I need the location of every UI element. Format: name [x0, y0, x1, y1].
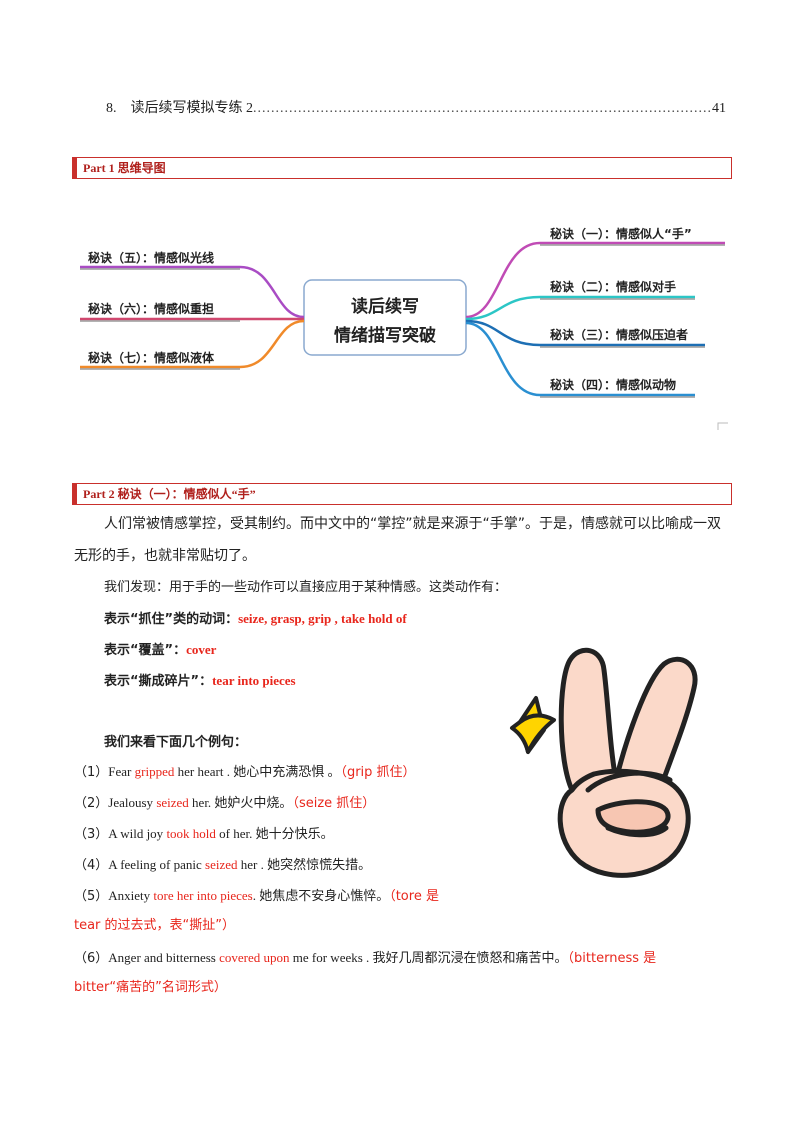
part1-header: Part 1 思维导图 — [72, 157, 732, 179]
example-5-note-cont: tear 的过去式，表“撕扯”） — [74, 918, 236, 933]
example-note: （grip 抓住） — [340, 765, 416, 780]
verb-row-grip: 表示“抓住”类的动词：seize, grasp, grip , take hol… — [104, 609, 407, 630]
toc-leader-dots — [253, 101, 712, 117]
examples-heading: 我们来看下面几个例句： — [104, 735, 248, 750]
example-number: （4） — [74, 858, 109, 873]
branch-left-1 — [80, 265, 305, 319]
example-text: me for weeks . 我好几周都沉浸在愤怒和痛苦中。 — [289, 950, 568, 965]
example-highlight: seized — [156, 795, 189, 810]
example-text: Anxiety — [108, 888, 154, 903]
example-note: （bitterness 是 — [567, 951, 657, 966]
intro-p2: 我们发现：用于手的一些动作可以直接应用于某种情感。这类动作有： — [104, 580, 508, 595]
example-highlight: took hold — [166, 826, 216, 841]
verb-row-tear: 表示“撕成碎片”：tear into pieces — [104, 671, 296, 692]
sparkle-icon — [510, 696, 556, 754]
example-number: （6） — [74, 951, 109, 966]
branch-right-1 — [465, 241, 725, 319]
example-text: Anger and bitterness — [108, 950, 220, 965]
part2-title: Part 2 秘诀（一）：情感似人“手” — [83, 487, 256, 501]
example-text: . 她焦虑不安身心憔悴。 — [252, 888, 390, 903]
branch-left-3 — [80, 319, 305, 369]
example-2: （2）Jealousy seized her. 她妒火中烧。（seize 抓住） — [74, 794, 375, 813]
verb-value: cover — [186, 642, 217, 657]
example-text: her . 她突然惊慌失措。 — [237, 857, 372, 872]
example-text: Jealousy — [108, 795, 157, 810]
example-text: A wild joy — [108, 826, 167, 841]
verb-row-cover: 表示“覆盖”：cover — [104, 640, 216, 661]
mindmap-node-r2: 秘诀（二）：情感似对手 — [550, 279, 676, 294]
example-4: （4）A feeling of panic seized her . 她突然惊慌… — [74, 856, 371, 875]
example-text: her heart . 她心中充满恐惧 。 — [174, 764, 341, 779]
branch-right-2 — [465, 295, 695, 321]
toc-entry[interactable]: 8. 读后续写模拟专练 2 41 — [106, 97, 726, 117]
verb-value: seize, grasp, grip , take hold of — [238, 611, 407, 626]
mind-map: 读后续写 情绪描写突破 秘诀（一）：情感似人“手” 秘诀（二）：情感似对手 秘诀… — [80, 226, 728, 430]
toc-number: 8. — [106, 101, 117, 116]
toc-page-number: 41 — [712, 101, 726, 116]
intro-p1-line1: 人们常被情感掌控，受其制约。而中文中的“掌控”就是来源于“手掌”。于是，情感就可… — [104, 516, 722, 532]
mindmap-center-line2: 情绪描写突破 — [334, 325, 436, 346]
mindmap-node-l3: 秘诀（七）：情感似液体 — [88, 350, 215, 365]
verb-value: tear into pieces — [212, 673, 296, 688]
verb-label: 表示“覆盖”： — [104, 643, 187, 658]
example-6-note-cont: bitter“痛苦的”名词形式） — [74, 980, 227, 995]
branch-right-3 — [465, 319, 705, 347]
example-3: （3）A wild joy took hold of her. 她十分快乐。 — [74, 825, 334, 844]
hand-shape — [557, 647, 698, 878]
mindmap-node-l1: 秘诀（五）：情感似光线 — [88, 250, 214, 265]
mindmap-node-r3: 秘诀（三）：情感似压迫者 — [550, 327, 688, 342]
example-highlight: covered upon — [219, 950, 290, 965]
example-number: （5） — [74, 889, 109, 904]
example-number: （1） — [74, 765, 109, 780]
example-text: her. 她妒火中烧。 — [188, 795, 293, 810]
example-highlight: gripped — [134, 764, 175, 779]
example-note: （seize 抓住） — [292, 796, 376, 811]
example-number: （2） — [74, 796, 109, 811]
mindmap-node-r1: 秘诀（一）：情感似人“手” — [550, 226, 692, 241]
example-text: A feeling of panic — [108, 857, 206, 872]
mindmap-node-l2: 秘诀（六）：情感似重担 — [88, 301, 214, 316]
mindmap-node-r4: 秘诀（四）：情感似动物 — [550, 377, 676, 392]
corner-mark — [717, 422, 728, 430]
toc-title: 读后续写模拟专练 2 — [130, 101, 254, 116]
mindmap-center-line1: 读后续写 — [351, 296, 419, 317]
example-text: Fear — [108, 764, 135, 779]
example-number: （3） — [74, 827, 109, 842]
intro-p1-line2: 无形的手，也就非常贴切了。 — [74, 548, 256, 564]
example-text: of her. 她十分快乐。 — [215, 826, 334, 841]
victory-hand-illustration — [510, 647, 698, 878]
part2-header: Part 2 秘诀（一）：情感似人“手” — [72, 483, 732, 505]
example-5: （5）Anxiety tore her into pieces. 她焦虑不安身心… — [74, 887, 439, 906]
verb-label: 表示“撕成碎片”： — [104, 674, 213, 689]
part1-title: Part 1 思维导图 — [83, 161, 166, 175]
example-highlight: tore her into pieces — [153, 888, 253, 903]
example-1: （1）Fear gripped her heart . 她心中充满恐惧 。（gr… — [74, 763, 416, 782]
example-highlight: seized — [205, 857, 238, 872]
example-6: （6）Anger and bitterness covered upon me … — [74, 949, 656, 968]
example-note: （tore 是 — [389, 889, 439, 904]
branch-right-4 — [465, 321, 695, 397]
verb-label: 表示“抓住”类的动词： — [104, 612, 239, 627]
